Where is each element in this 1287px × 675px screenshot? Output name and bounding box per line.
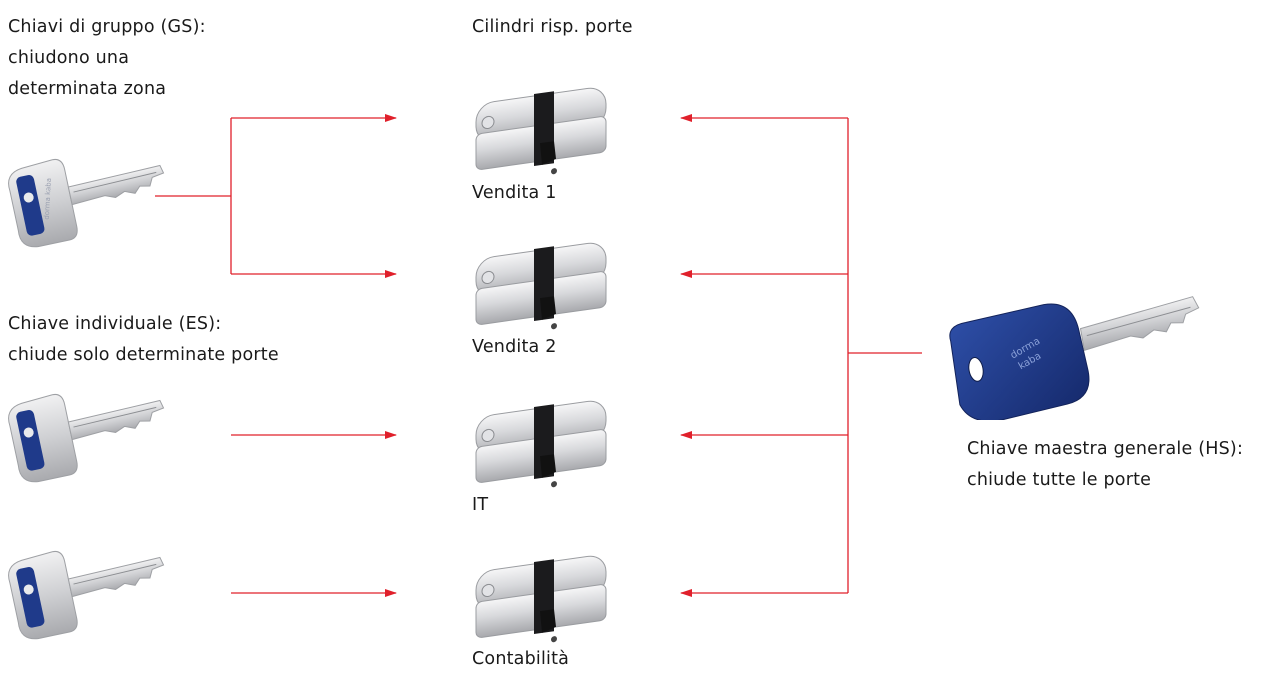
group-keys-line-2: chiudono una [8, 48, 130, 68]
master-key-label: Chiave maestra generale (HS): chiude tut… [967, 434, 1243, 496]
cylinder-icon-contabilita [475, 555, 607, 643]
individual-key-icon-1 [8, 393, 165, 483]
cylinder-icon-it [475, 400, 607, 488]
individual-keys-line-2: chiude solo determinate porte [8, 345, 279, 365]
cylinder-label-vendita-1: Vendita 1 [472, 183, 557, 203]
group-key-icon: dorma kaba [8, 158, 165, 248]
cylinder-icon-vendita-2 [475, 242, 607, 330]
cylinder-label-contabilita: Contabilità [472, 649, 570, 669]
group-keys-label: Chiavi di gruppo (GS): chiudono una dete… [8, 12, 206, 105]
master-key-line-2: chiude tutte le porte [967, 470, 1152, 490]
individual-keys-label: Chiave individuale (ES): chiude solo det… [8, 309, 279, 371]
cylinders-title: Cilindri risp. porte [472, 17, 633, 37]
master-key-icon: dorma kaba [949, 296, 1200, 420]
group-keys-line-1: Chiavi di gruppo (GS): [8, 17, 206, 37]
individual-keys-line-1: Chiave individuale (ES): [8, 314, 222, 334]
cylinder-label-vendita-2: Vendita 2 [472, 337, 557, 357]
cylinder-label-it: IT [472, 495, 489, 515]
svg-text:dorma kaba: dorma kaba [43, 178, 53, 220]
individual-key-icon-2 [8, 550, 165, 640]
cylinder-icon-vendita-1 [475, 87, 607, 175]
group-keys-line-3: determinata zona [8, 79, 167, 99]
master-key-line-1: Chiave maestra generale (HS): [967, 439, 1244, 459]
